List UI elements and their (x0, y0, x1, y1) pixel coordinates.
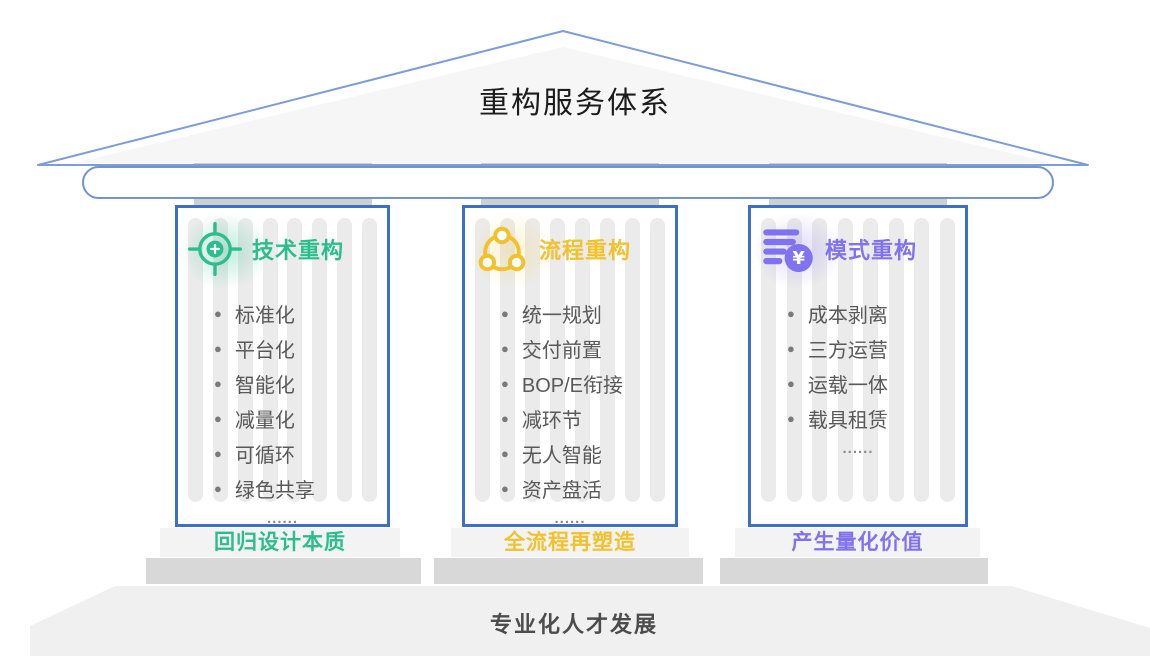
foundation-platform: 专业化人才发展 (30, 586, 1150, 656)
bullet-icon: ● (214, 411, 222, 426)
bullet-icon: ● (787, 376, 795, 391)
pillar-model-list: ●成本剥离 ●三方运营 ●运载一体 ●载具租赁 (751, 296, 965, 436)
bullet-icon: ● (214, 341, 222, 356)
plinth-label-model: 产生量化价值 (735, 528, 980, 557)
list-item: ●资产盘活 (501, 480, 602, 502)
bullet-icon: ● (787, 341, 795, 356)
list-item: ●可循环 (214, 445, 295, 467)
bullet-icon: ● (214, 446, 222, 461)
pillar-tech: 技术重构 ●标准化 ●平台化 ●智能化 ●减量化 ●可循环 ●绿色共享 ....… (175, 205, 390, 527)
pedestal-base (146, 558, 421, 584)
network-nodes-icon (478, 226, 526, 272)
pillar-model-title: 模式重构 (825, 238, 918, 263)
pillar-process-list: ●统一规划 ●交付前置 ●BOP/E衔接 ●减环节 ●无人智能 ●资产盘活 (465, 296, 675, 506)
target-icon (188, 222, 242, 276)
icon-glow (180, 212, 270, 290)
list-item: ●载具租赁 (787, 410, 888, 432)
list-item: ●平台化 (214, 340, 295, 362)
list-item: ●减量化 (214, 410, 295, 432)
list-item: ●统一规划 (501, 305, 602, 327)
list-item: ●减环节 (501, 410, 582, 432)
bullet-icon: ● (787, 411, 795, 426)
pillar-process-header: 流程重构 (475, 222, 675, 276)
plinth-label-tech: 回归设计本质 (160, 528, 400, 557)
pedestal-base (720, 558, 988, 584)
list-item: ●无人智能 (501, 445, 602, 467)
bullet-icon: ● (501, 306, 509, 321)
bullet-icon: ● (787, 306, 795, 321)
column-flutes (751, 208, 965, 524)
list-item: ●运载一体 (787, 375, 888, 397)
bullet-icon: ● (501, 341, 509, 356)
list-item: ●智能化 (214, 375, 295, 397)
list-item: ●标准化 (214, 305, 295, 327)
list-item: ●绿色共享 (214, 480, 315, 502)
svg-text:¥: ¥ (792, 248, 805, 269)
pillar-process-title: 流程重构 (539, 238, 632, 263)
bullet-icon: ● (501, 411, 509, 426)
column-flutes (178, 208, 387, 524)
more-ellipsis: ...... (266, 510, 298, 527)
pillar-tech-header: 技术重构 (188, 222, 387, 276)
bullet-icon: ● (214, 481, 222, 496)
bullet-icon: ● (501, 446, 509, 461)
architrave-bar (82, 166, 1054, 199)
bullet-icon: ● (501, 481, 509, 496)
bullet-icon: ● (214, 306, 222, 321)
list-item: ●BOP/E衔接 (501, 375, 623, 397)
list-item: ●三方运营 (787, 340, 888, 362)
list-item: ●交付前置 (501, 340, 602, 362)
bullet-icon: ● (214, 376, 222, 391)
more-ellipsis: ...... (842, 440, 874, 457)
foundation-label: 专业化人才发展 (489, 612, 658, 637)
pillar-model-header: ¥ 模式重构 (761, 222, 965, 276)
plinth-label-process: 全流程再塑造 (451, 528, 689, 557)
more-ellipsis: ...... (554, 510, 586, 527)
icon-glow (467, 212, 557, 290)
column-flutes (465, 208, 675, 524)
pillar-tech-list: ●标准化 ●平台化 ●智能化 ●减量化 ●可循环 ●绿色共享 (178, 296, 387, 506)
pillar-tech-title: 技术重构 (252, 238, 345, 263)
page-title: 重构服务体系 (479, 87, 671, 120)
pillar-process: 流程重构 ●统一规划 ●交付前置 ●BOP/E衔接 ●减环节 ●无人智能 ●资产… (462, 205, 678, 527)
pillar-model: ¥ 模式重构 ●成本剥离 ●三方运营 ●运载一体 ●载具租赁 ...... (748, 205, 968, 527)
pedestal-base (434, 558, 703, 584)
bullet-icon: ● (501, 376, 509, 391)
yuan-list-icon: ¥ (763, 229, 813, 273)
list-item: ●成本剥离 (787, 305, 888, 327)
